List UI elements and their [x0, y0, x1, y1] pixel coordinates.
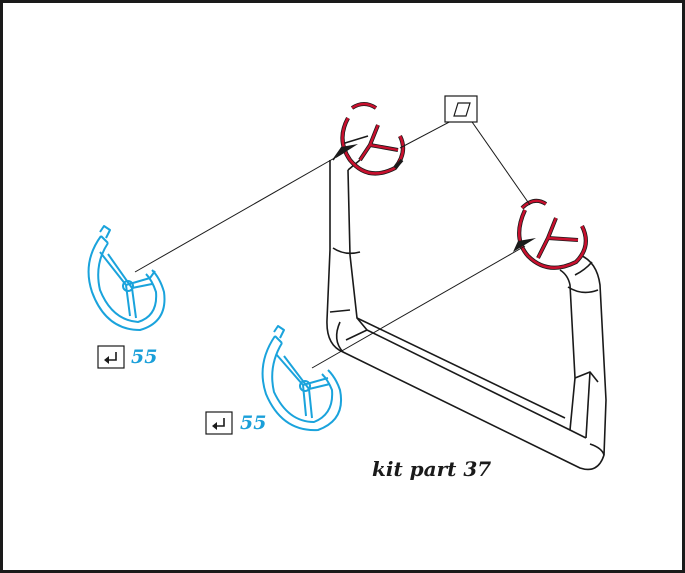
arrow-upper: [336, 144, 358, 158]
part-number-label: 55: [240, 412, 267, 434]
assembly-lines: [134, 118, 531, 369]
placed-bracket-upper: [340, 102, 406, 176]
kit-part-frame: [326, 135, 607, 471]
parallelogram-surface-icon: [444, 95, 478, 123]
etched-bracket-upper: [87, 225, 166, 331]
arrow-lower: [513, 238, 536, 252]
etched-bracket-lower: [261, 325, 342, 432]
fold-arrow-icon: [205, 411, 233, 435]
placed-bracket-lower: [517, 198, 588, 270]
fold-arrow-icon: [97, 345, 125, 369]
kit-part-label: kit part 37: [372, 457, 492, 481]
part-number-label: 55: [131, 346, 158, 368]
